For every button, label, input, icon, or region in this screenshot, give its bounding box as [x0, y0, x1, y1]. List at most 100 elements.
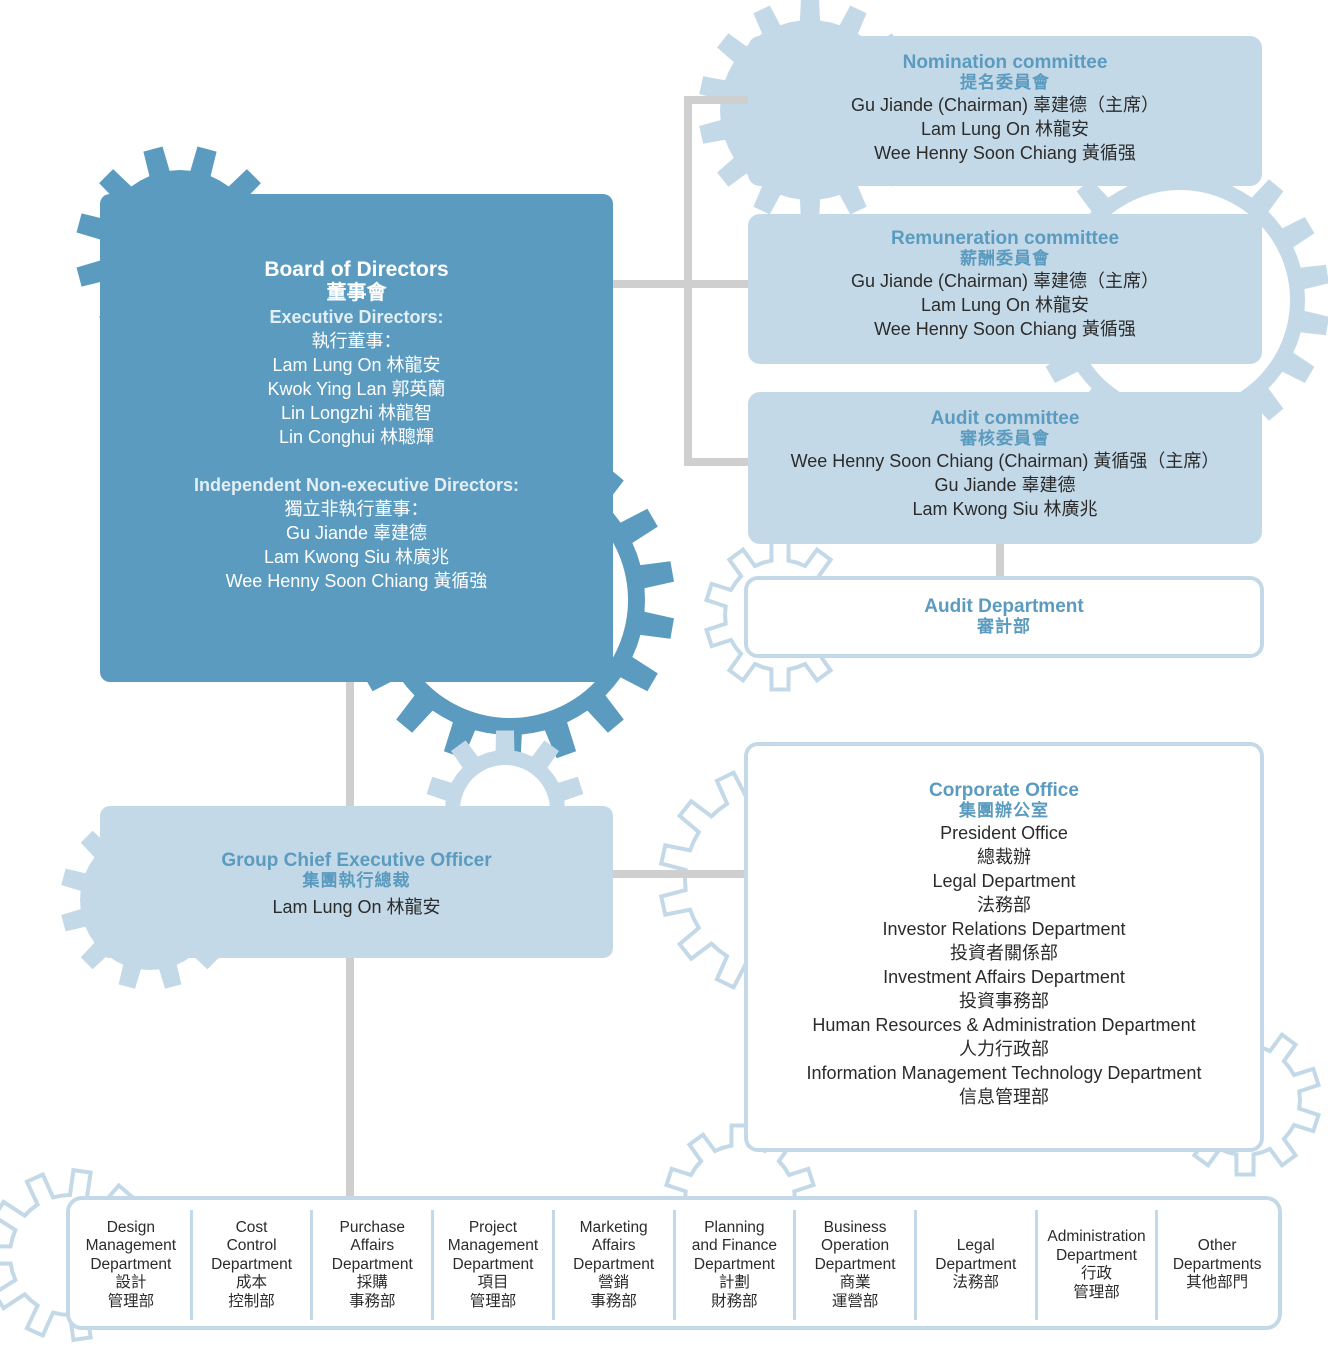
executive-director: Lin Conghui 林聰輝	[278, 427, 435, 447]
committee-member: Lam Kwong Siu 林廣兆	[912, 499, 1098, 519]
department-label: 其他部門	[1186, 1274, 1249, 1292]
corporate-office-box: Corporate Office 集團辦公室 President Office …	[744, 742, 1264, 1152]
department-label: Department	[814, 1255, 896, 1273]
ceo-title: Group Chief Executive Officer	[221, 850, 492, 871]
independent-director: Gu Jiande 辜建德	[285, 523, 428, 543]
audit-department-box: Audit Department 審計部	[744, 576, 1264, 658]
corporate-office-unit: Information Management Technology Depart…	[806, 1063, 1202, 1083]
department-label: Marketing	[579, 1218, 648, 1236]
department-label: Department	[90, 1255, 172, 1273]
committee-member: Lam Lung On 林龍安	[920, 295, 1090, 315]
corporate-office-unit: Investor Relations Department	[882, 919, 1126, 939]
department-label: 事務部	[349, 1292, 396, 1310]
department-label: Planning	[704, 1218, 765, 1236]
board-title-zh: 董事會	[326, 282, 387, 304]
executive-director: Lam Lung On 林龍安	[272, 355, 441, 375]
department-label: 成本	[236, 1274, 268, 1292]
board-of-directors-box: Board of Directors 董事會 Executive Directo…	[100, 194, 613, 682]
department-label: and Finance	[691, 1237, 778, 1255]
connector-audit-department	[996, 540, 1004, 580]
nomination-committee-box: Nomination committee 提名委員會 Gu Jiande (Ch…	[748, 36, 1262, 186]
department-label: 設計	[115, 1274, 147, 1292]
corporate-office-unit-zh: 投資者關係部	[950, 943, 1058, 963]
department-label: 項目	[477, 1274, 509, 1292]
department-label: 運營部	[831, 1292, 879, 1310]
department-label: 商業	[839, 1274, 871, 1292]
independent-director: Lam Kwong Siu 林廣兆	[263, 547, 450, 567]
connector-board-ceo	[346, 680, 354, 810]
corporate-office-unit-zh: 法務部	[977, 895, 1031, 915]
nomination-title-zh: 提名委員會	[960, 73, 1050, 92]
corporate-office-title: Corporate Office	[929, 780, 1079, 801]
department-label: Legal	[956, 1237, 995, 1255]
remuneration-committee-box: Remuneration committee 薪酬委員會 Gu Jiande (…	[748, 214, 1262, 364]
audit-committee-title: Audit committee	[930, 408, 1080, 429]
department-label: Departments	[1172, 1255, 1262, 1273]
department-label: Affairs	[350, 1237, 395, 1255]
connector-ceo-corporate	[612, 870, 752, 878]
department-label: Cost	[235, 1218, 268, 1236]
ceo-title-zh: 集團執行總裁	[302, 871, 411, 890]
audit-department-title-zh: 審計部	[977, 617, 1031, 636]
executive-directors-heading-zh: 執行董事：	[311, 331, 402, 351]
independent-director: Wee Henny Soon Chiang 黃循強	[225, 571, 488, 591]
remuneration-title: Remuneration committee	[890, 228, 1120, 249]
connector-board-committees	[612, 280, 752, 288]
department-label: 財務部	[711, 1292, 758, 1310]
board-title: Board of Directors	[264, 258, 449, 281]
department-label: Department	[452, 1255, 534, 1273]
department-label: Management	[85, 1237, 177, 1255]
committee-member: Gu Jiande (Chairman) 辜建德（主席）	[850, 95, 1160, 115]
department-label: Administration	[1047, 1228, 1146, 1245]
department-label: Other	[1197, 1237, 1237, 1255]
nomination-title: Nomination committee	[902, 52, 1108, 73]
department-label: 法務部	[952, 1274, 1000, 1292]
independent-directors-heading-zh: 獨立非執行董事：	[284, 499, 429, 519]
department-label: 營銷	[598, 1274, 630, 1292]
committee-member: Wee Henny Soon Chiang 黃循强	[874, 143, 1136, 163]
department-label: Management	[447, 1237, 539, 1255]
department-label: Department	[573, 1255, 655, 1273]
group-ceo-box: Group Chief Executive Officer 集團執行總裁 Lam…	[100, 806, 613, 958]
corporate-office-unit-zh: 總裁辦	[977, 847, 1031, 867]
department-label: 管理部	[1073, 1283, 1120, 1301]
connector-audit-committee	[684, 458, 752, 466]
executive-director: Lin Longzhi 林龍智	[280, 403, 433, 423]
department-label: Affairs	[591, 1237, 636, 1255]
department-label: Department	[693, 1255, 775, 1273]
corporate-office-unit-zh: 投資事務部	[959, 991, 1049, 1011]
department-label: Department	[211, 1255, 293, 1273]
audit-committee-box: Audit committee 審核委員會 Wee Henny Soon Chi…	[748, 392, 1262, 544]
department-label: 管理部	[107, 1292, 155, 1310]
corporate-office-unit-zh: 人力行政部	[959, 1039, 1049, 1059]
department-label: 控制部	[228, 1292, 275, 1310]
department-label: Design	[106, 1218, 155, 1236]
department-label: 行政	[1080, 1265, 1112, 1282]
audit-department-title: Audit Department	[924, 596, 1084, 617]
department-label: Department	[331, 1255, 413, 1273]
department-label: Department	[1055, 1246, 1137, 1264]
audit-committee-title-zh: 審核委員會	[960, 429, 1050, 448]
corporate-office-unit: President Office	[940, 823, 1068, 843]
corporate-office-title-zh: 集團辦公室	[959, 801, 1049, 820]
corporate-office-unit-zh: 信息管理部	[959, 1087, 1049, 1107]
department-label: Project	[468, 1218, 518, 1236]
remuneration-title-zh: 薪酬委員會	[960, 249, 1050, 268]
corporate-office-unit: Investment Affairs Department	[883, 967, 1125, 987]
committee-member: Gu Jiande 辜建德	[934, 475, 1076, 495]
department-label: Department	[935, 1255, 1017, 1273]
committee-member: Gu Jiande (Chairman) 辜建德（主席）	[850, 271, 1160, 291]
committee-member: Wee Henny Soon Chiang (Chairman) 黃循强（主席）	[790, 451, 1220, 471]
executive-directors-heading: Executive Directors:	[269, 307, 444, 327]
department-label: Purchase	[339, 1218, 405, 1236]
